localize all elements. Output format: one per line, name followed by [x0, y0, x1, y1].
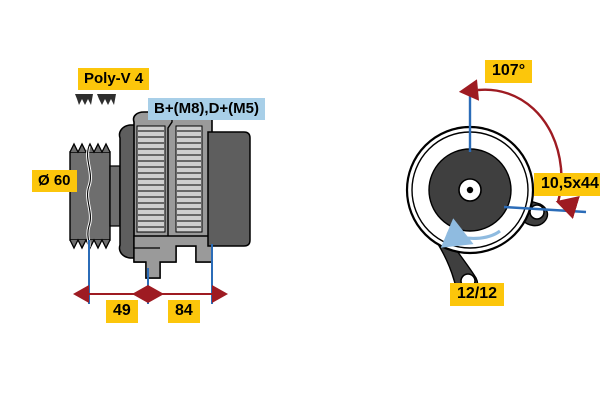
- label-dim-49: 49: [106, 300, 138, 323]
- label-dim-84: 84: [168, 300, 200, 323]
- pulley-break-line: [87, 145, 91, 248]
- pulley-grooves-top: [69, 142, 111, 154]
- angle-arc-107: [458, 79, 563, 169]
- label-pulley-diameter: Ø 60: [32, 170, 77, 192]
- side-view-group: [69, 106, 251, 304]
- alternator-housing: [132, 111, 213, 279]
- label-poly-v: Poly-V 4: [78, 68, 150, 90]
- label-voltage-current: 12/12: [450, 283, 505, 306]
- label-terminals: B+(M8),D+(M5): [148, 98, 266, 120]
- label-angle: 107°: [485, 60, 533, 83]
- front-view-group: [405, 79, 587, 295]
- pulley-assembly: [69, 142, 121, 250]
- pulley-collar: [109, 165, 121, 227]
- cooling-slots-left: [138, 130, 164, 228]
- cooling-slots-right: [177, 130, 201, 228]
- rear-cover: [207, 131, 251, 247]
- belt-groove-icon: [75, 94, 116, 105]
- lug-hole-right: [529, 204, 545, 220]
- dimension-lines: [73, 244, 228, 304]
- rotation-arrow-icon: [440, 218, 501, 248]
- shaft-center-icon: [466, 186, 474, 194]
- label-mounting-bolt: 10,5x44: [534, 173, 600, 196]
- mounting-foot: [133, 235, 213, 279]
